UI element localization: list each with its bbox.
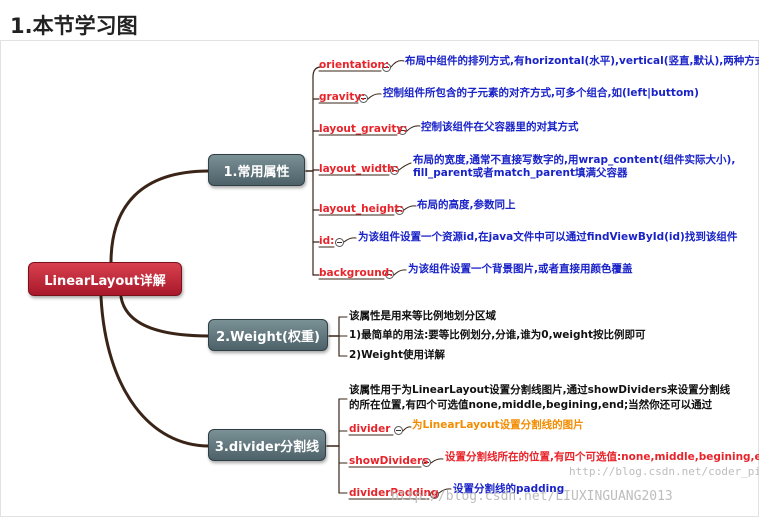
attr-key-orientation: orientation: [319,59,390,71]
attr-key-layout-width: layout_width: [319,163,399,175]
connector-lines [99,60,452,500]
weight-item-1: 该属性是用来等比例地划分区域 [349,310,496,322]
attr-desc-layout-width-2: fill_parent或者match_parent填满父容器 [413,167,628,179]
branch-node-divider[interactable]: 3.divider分割线 [208,429,326,461]
attr-desc-layout-height: 布局的高度,参数同上 [417,199,516,211]
divider-intro-line-1: 该属性用于为LinearLayout设置分割线图片,通过showDividers… [349,384,731,396]
divider-intro-line-2: 的所在位置,有四个可选值none,middle,begining,end;当然你… [349,399,713,411]
watermark-text: http://blog.csdn.net/coder_pig [569,465,759,478]
watermark-text-2: http://blog.csdn.net/LIUXINGUANG2013 [391,489,673,504]
attr-desc-layout-width: 布局的宽度,通常不直接写数字的,用wrap_content(组件实际大小), [413,154,736,166]
collapse-toggle-icon[interactable] [359,94,368,103]
attr-desc-id: 为该组件设置一个资源id,在java文件中可以通过findViewById(id… [358,231,738,243]
branch-node-weight[interactable]: 2.Weight(权重) [208,319,328,351]
weight-item-2: 1)最简单的用法:要等比例划分,分谁,谁为0,weight按比例即可 [349,329,646,341]
connector-root-branch-2 [119,295,211,338]
divider-key-divider: divider [349,423,391,435]
collapse-toggle-icon[interactable] [390,166,399,175]
branch-node-common-attrs[interactable]: 1.常用属性 [208,154,305,186]
attr-desc-layout-gravity: 控制该组件在父容器里的对其方式 [421,121,579,133]
attr-key-layout-height: layout_height: [319,203,404,215]
attr-key-layout-gravity: layout_gravity: [319,123,408,135]
collapse-toggle-icon[interactable] [398,126,407,135]
attr-key-id: id: [319,235,335,247]
collapse-toggle-icon[interactable] [335,238,344,247]
root-node[interactable]: LinearLayout详解 [28,262,182,296]
page-title: 1.本节学习图 [10,14,138,38]
connector-root-branch-3 [99,295,211,448]
connector-root-branch-1 [109,169,211,265]
divider-desc-show-dividers: 设置分割线所在的位置,有四个可选值:none,middle,begining,e… [445,451,759,463]
attr-key-gravity: gravity: [319,91,366,103]
attr-desc-orientation: 布局中组件的排列方式,有horizontal(水平),vertical(竖直,默… [405,55,759,67]
attr-desc-gravity: 控制组件所包含的子元素的对齐方式,可多个组合,如(left|buttom) [383,87,699,99]
attr-key-background: background: [319,267,394,279]
collapse-toggle-icon[interactable] [385,270,394,279]
divider-desc-divider-padding: 设置分割线的padding [453,483,565,495]
collapse-toggle-icon[interactable] [394,426,403,435]
collapse-toggle-icon[interactable] [382,63,391,72]
collapse-toggle-icon[interactable] [395,206,404,215]
collapse-toggle-icon[interactable] [430,490,439,499]
divider-key-show-dividers: showDividers [349,455,429,467]
weight-item-3: 2)Weight使用详解 [349,349,446,361]
attr-desc-background: 为该组件设置一个背景图片,或者直接用颜色覆盖 [408,263,633,275]
divider-desc-divider: 为LinearLayout设置分割线的图片 [412,419,584,431]
divider-key-divider-padding: dividerPadding [349,487,439,499]
collapse-toggle-icon[interactable] [422,458,431,467]
